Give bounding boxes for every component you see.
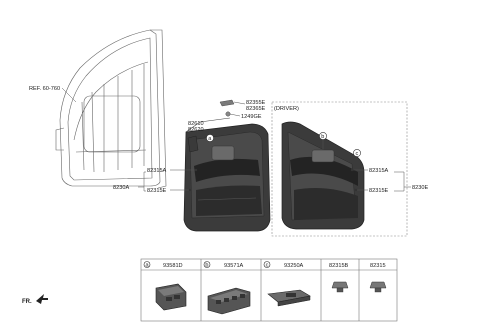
table-col-b-part: 93571A	[224, 263, 244, 269]
label-driver-82315A: 82315A	[369, 168, 389, 174]
driver-box	[271, 101, 408, 237]
callout-c: c	[353, 149, 361, 157]
label-driver-82315E: 82315E	[369, 188, 389, 194]
callout-a: a	[206, 134, 214, 142]
table-col-a-part: 93581D	[163, 263, 183, 269]
clip-82315-drawing	[369, 281, 387, 293]
svg-text:b: b	[205, 263, 208, 269]
switch-93571A-drawing	[207, 287, 251, 315]
direction-label: FR.	[22, 299, 32, 305]
label-8230A: 8230A	[113, 185, 129, 191]
label-82610: 82610	[188, 121, 204, 127]
clip-marker	[354, 188, 358, 192]
table-col-c-part: 93250A	[284, 263, 304, 269]
label-left-82315E: 82315E	[147, 188, 167, 194]
clip-marker	[194, 168, 198, 172]
table-col-d-part: 82315B	[329, 263, 349, 269]
table-col-a-letter: a	[143, 261, 151, 269]
svg-text:a: a	[208, 136, 212, 142]
svg-text:b: b	[321, 134, 324, 140]
table-col-b-letter: b	[203, 261, 211, 269]
svg-text:c: c	[266, 263, 269, 269]
label-8230E: 8230E	[412, 185, 428, 191]
svg-text:a: a	[146, 263, 150, 269]
bracket-8230E	[394, 171, 411, 192]
ref-leader	[61, 87, 77, 103]
label-82355E: 82355E	[246, 100, 266, 106]
switch-93581D-drawing	[155, 283, 187, 311]
clip-marker	[188, 188, 192, 192]
svg-text:c: c	[356, 151, 359, 157]
table-col-e-part: 82315	[370, 263, 386, 269]
forward-arrow-icon	[36, 294, 48, 304]
clip-marker	[350, 168, 354, 172]
driver-title: (DRIVER)	[274, 106, 299, 112]
emblem-part	[219, 99, 235, 107]
handle-bracket-part	[187, 135, 199, 153]
switch-93250A-drawing	[267, 289, 311, 307]
callout-b: b	[319, 132, 327, 140]
clip-82315B-drawing	[331, 281, 349, 293]
leader-82355E	[233, 101, 246, 105]
parts-table	[140, 258, 398, 322]
door-frame-drawing	[55, 29, 167, 189]
label-1249GE: 1249GE	[241, 114, 262, 120]
label-82620: 82620	[188, 127, 204, 133]
left-door-trim	[183, 117, 271, 232]
driver-door-trim	[281, 121, 365, 230]
screw-part	[225, 111, 231, 117]
leader-1249GE	[229, 113, 241, 117]
bracket-8230A	[138, 171, 146, 192]
ref-label: REF. 60-760	[29, 86, 60, 92]
label-left-82315A: 82315A	[147, 168, 167, 174]
label-82365E: 82365E	[246, 106, 266, 112]
table-col-c-letter: c	[263, 261, 271, 269]
